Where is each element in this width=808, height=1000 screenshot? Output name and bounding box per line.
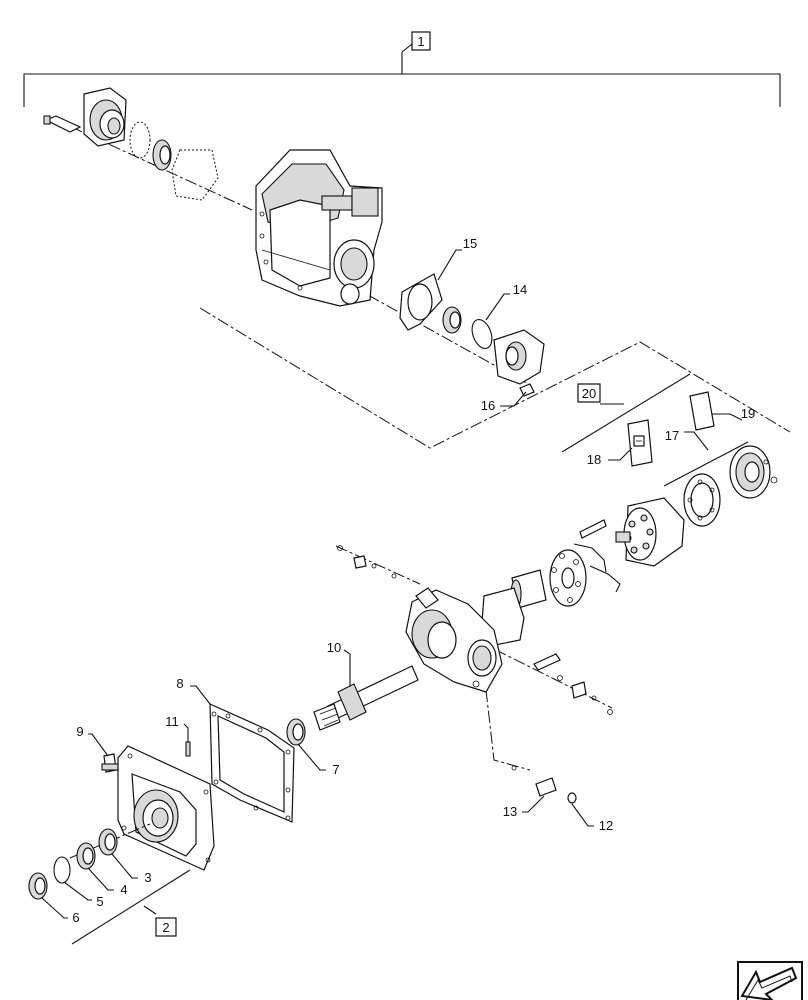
assembly-bracket-2: 2 xyxy=(71,869,191,945)
dowel-13: 13 xyxy=(503,765,557,819)
callout-15: 15 xyxy=(463,236,477,251)
cover-plate xyxy=(117,745,215,871)
valve-plate xyxy=(729,445,771,499)
bolt-9: 9 xyxy=(76,724,119,773)
swash-ring xyxy=(683,473,721,527)
upper-housing-group: 15 14 16 xyxy=(43,87,791,449)
middle-housing-group xyxy=(335,545,613,771)
main-housing xyxy=(255,149,383,307)
seal-7: 7 xyxy=(286,718,340,777)
bolt-16 xyxy=(519,383,535,397)
callout-17: 17 xyxy=(665,428,679,443)
callout-13: 13 xyxy=(503,804,517,819)
pin-upper xyxy=(579,519,607,539)
snap-ring-5: 5 xyxy=(53,856,104,909)
bolt-left-upper xyxy=(43,115,82,133)
drive-shaft-10: 10 xyxy=(313,640,419,731)
bearing-upper-left xyxy=(152,139,172,171)
callout-8: 8 xyxy=(176,676,183,691)
bearing-upper-right xyxy=(442,306,462,334)
callout-11: 11 xyxy=(165,714,179,729)
snap-ring-14 xyxy=(471,319,493,349)
gasket-dotted xyxy=(171,149,219,201)
callout-3: 3 xyxy=(144,870,151,885)
manual-18 xyxy=(627,419,653,467)
arrow-into-box-icon[interactable] xyxy=(737,961,803,1000)
assembly-bracket-1: 1 xyxy=(23,31,781,107)
retainer-plate xyxy=(549,549,587,607)
callout-20: 20 xyxy=(582,386,596,401)
seal-3: 3 xyxy=(98,828,152,885)
callout-12: 12 xyxy=(599,818,613,833)
seal-4: 4 xyxy=(76,842,128,897)
callout-5: 5 xyxy=(96,894,103,909)
callout-9: 9 xyxy=(76,724,83,739)
callout-6: 6 xyxy=(72,910,79,925)
callout-1: 1 xyxy=(417,34,424,49)
pin-11: 11 xyxy=(165,714,191,757)
gasket-8: 8 xyxy=(176,676,295,823)
callout-16: 16 xyxy=(481,398,495,413)
spring-clip-lower xyxy=(589,565,621,593)
end-cap-left xyxy=(83,87,127,147)
o-ring-12: 12 xyxy=(567,792,613,833)
spline-shaft-small xyxy=(615,531,631,543)
kit-bracket-20: 20 18 19 xyxy=(561,373,755,467)
callout-4: 4 xyxy=(120,882,127,897)
seal-6: 6 xyxy=(28,872,80,925)
callout-10: 10 xyxy=(327,640,341,655)
cylinder-block xyxy=(623,497,685,567)
callout-14: 14 xyxy=(513,282,527,297)
callout-18: 18 xyxy=(587,452,601,467)
spring-clip-upper xyxy=(573,543,607,573)
gasket-15 xyxy=(399,273,443,331)
callout-7: 7 xyxy=(332,762,339,777)
o-ring-upper xyxy=(129,121,151,159)
card-19 xyxy=(689,391,715,431)
end-cap-right xyxy=(493,329,545,385)
callout-19: 19 xyxy=(741,406,755,421)
pump-housing xyxy=(405,587,503,693)
callout-2: 2 xyxy=(162,920,169,935)
